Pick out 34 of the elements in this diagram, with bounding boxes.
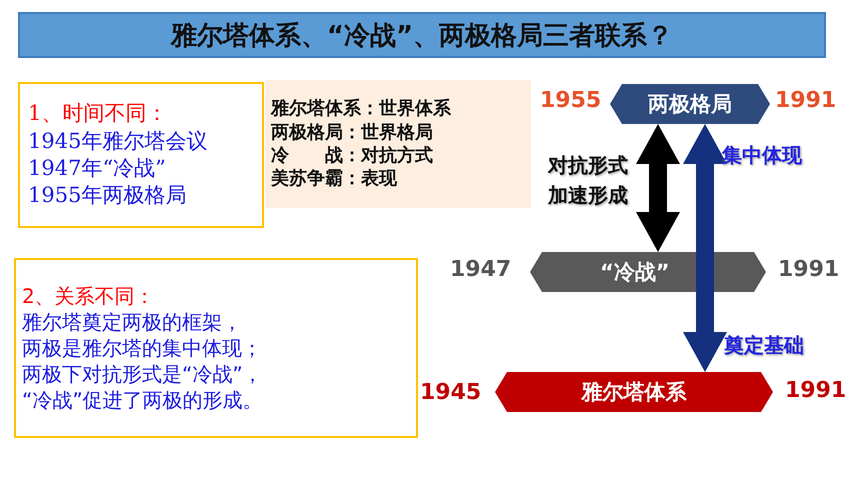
year-label: 1991 — [778, 257, 840, 282]
text-line: 1955年两极格局 — [28, 182, 188, 210]
year-label: 1991 — [785, 378, 846, 403]
year-label: 1955 — [540, 88, 602, 113]
band-label: “冷战” — [600, 259, 670, 286]
band-label: 雅尔塔体系 — [582, 379, 686, 406]
text-line: 雅尔塔体系：世界体系 — [271, 97, 452, 121]
text-line: 美苏争霸：表现 — [271, 167, 398, 191]
double-arrow — [683, 124, 727, 372]
timeline-band — [495, 372, 773, 412]
section-heading: 1、时间不同： — [28, 100, 168, 128]
double-arrow — [636, 124, 680, 252]
year-label: 1947 — [450, 257, 512, 282]
timeline-band — [610, 84, 770, 124]
relation-label: 奠定基础 — [724, 332, 804, 359]
year-label: 1945 — [420, 380, 482, 405]
text-line: 两极格局：世界格局 — [271, 120, 434, 144]
timeline-band — [530, 252, 766, 292]
text-panel — [14, 258, 418, 438]
title-banner: 雅尔塔体系、“冷战”、两极格局三者联系？ — [18, 12, 826, 58]
text-line: 1947年“冷战” — [28, 155, 167, 182]
band-label: 两极格局 — [648, 91, 732, 118]
text-panel — [18, 82, 264, 228]
section-heading: 2、关系不同： — [22, 283, 156, 309]
text-line: “冷战”促进了两极的形成。 — [22, 387, 264, 413]
text-line: 两极是雅尔塔的集中体现； — [22, 335, 263, 361]
year-label: 1991 — [775, 88, 836, 113]
text-line: 1945年雅尔塔会议 — [28, 128, 208, 155]
text-line: 冷 战：对抗方式 — [271, 144, 434, 168]
text-line: 雅尔塔奠定两极的框架， — [22, 309, 243, 335]
edge-label: 集中体现 — [722, 142, 802, 169]
edge-label: 对抗形式加速形成 — [548, 152, 629, 209]
text-line: 两极下对抗形式是“冷战”， — [22, 361, 264, 387]
note-panel — [265, 80, 531, 208]
